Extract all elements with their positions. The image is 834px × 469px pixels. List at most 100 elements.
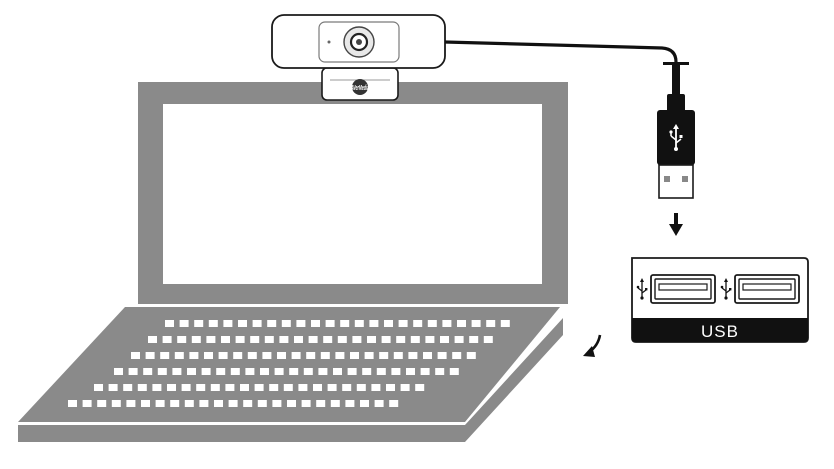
keyboard-key [82,400,92,407]
keyboard-key [162,336,172,343]
keyboard-key [364,352,374,359]
laptop [18,82,568,442]
keyboard-key [330,400,340,407]
keyboard-key [386,384,395,391]
keyboard-key [177,336,187,343]
laptop-base-edge [18,318,563,442]
keyboard-key [189,352,199,359]
curved-arrow-icon [583,334,602,357]
keyboard-key [400,384,410,391]
keyboard-key [410,336,420,343]
keyboard-key [469,336,479,343]
keyboard-key [423,352,432,359]
keyboard-key [406,368,415,375]
keyboard-key [250,336,260,343]
keyboard-key [240,384,249,391]
keyboard-key [306,352,316,359]
webcam: AVerMedia [271,14,446,101]
usb-plug-strain-relief [667,94,685,112]
keyboard-key [141,400,150,407]
keyboard-key [152,384,162,391]
keyboard-key [320,352,330,359]
usb-cable [444,40,678,96]
keyboard-key [114,368,123,375]
keyboard-key [420,368,430,375]
keyboard-key [128,368,138,375]
keyboard-key [179,320,189,327]
keyboard-key [165,320,174,327]
keyboard-key [218,352,228,359]
keyboard-key [191,336,201,343]
keyboard-key [283,384,293,391]
keyboard-key [381,336,391,343]
keyboard-key [354,320,364,327]
keyboard-key [333,368,342,375]
keyboard-key [335,352,345,359]
keyboard-key [145,352,155,359]
keyboard-key [194,320,204,327]
keyboard-key [287,400,296,407]
keyboard-key [291,352,301,359]
keyboard-key [94,384,103,391]
keyboard-key [123,384,133,391]
arrow-down-icon [669,213,683,236]
usb-plug [657,110,695,199]
keyboard-key [111,400,121,407]
keyboard-key [393,352,403,359]
keyboard-key [471,320,481,327]
keyboard-key [466,352,476,359]
laptop-screen [163,104,542,284]
keyboard-key [369,320,379,327]
keyboard-key [435,368,445,375]
keyboard-key [97,400,107,407]
keyboard-key [126,400,136,407]
keyboard-key [155,400,165,407]
keyboard-key [148,336,157,343]
keyboard-key [260,368,269,375]
keyboard-key [500,320,510,327]
webcam-brand-text: AVerMedia [350,85,369,92]
keyboard-key [389,400,399,407]
webcam-brand-logo: AVerMedia [350,79,369,95]
keyboard-key [167,384,176,391]
keyboard-key [281,320,291,327]
keyboard-key [157,368,167,375]
keyboard-key [313,384,322,391]
keyboard-key [454,336,464,343]
keyboard-key [440,336,449,343]
keyboard-key [342,384,352,391]
keyboard-key [360,400,369,407]
keyboard-key [398,320,408,327]
keyboard-key [347,368,357,375]
usb-label-band [632,318,808,342]
keyboard-key [325,320,335,327]
keyboard-key [233,352,243,359]
keyboard-key [396,336,406,343]
keyboard-key [413,320,423,327]
keyboard-key [235,336,245,343]
keyboard-key [301,400,311,407]
usb-symbol-icon [669,124,683,151]
keyboard-key [254,384,264,391]
keyboard-key [238,320,247,327]
keyboard-key [181,384,191,391]
keyboard-key [437,352,447,359]
keyboard-key [208,320,218,327]
keyboard-key [356,384,366,391]
usb-symbol-icon [720,278,732,300]
keyboard-key [298,384,308,391]
keyboard-key [376,368,386,375]
keyboard-key [316,400,326,407]
keyboard-key [277,352,286,359]
keyboard-key [327,384,337,391]
keyboard-key [318,368,328,375]
keyboard-key [345,400,355,407]
keyboard-key [68,400,77,407]
keyboard-key [449,368,459,375]
keyboard-key [442,320,452,327]
keyboard-key [384,320,393,327]
keyboard-key [371,384,381,391]
keyboard-key [174,352,184,359]
keyboard-key [221,336,230,343]
keyboard-key [160,352,170,359]
